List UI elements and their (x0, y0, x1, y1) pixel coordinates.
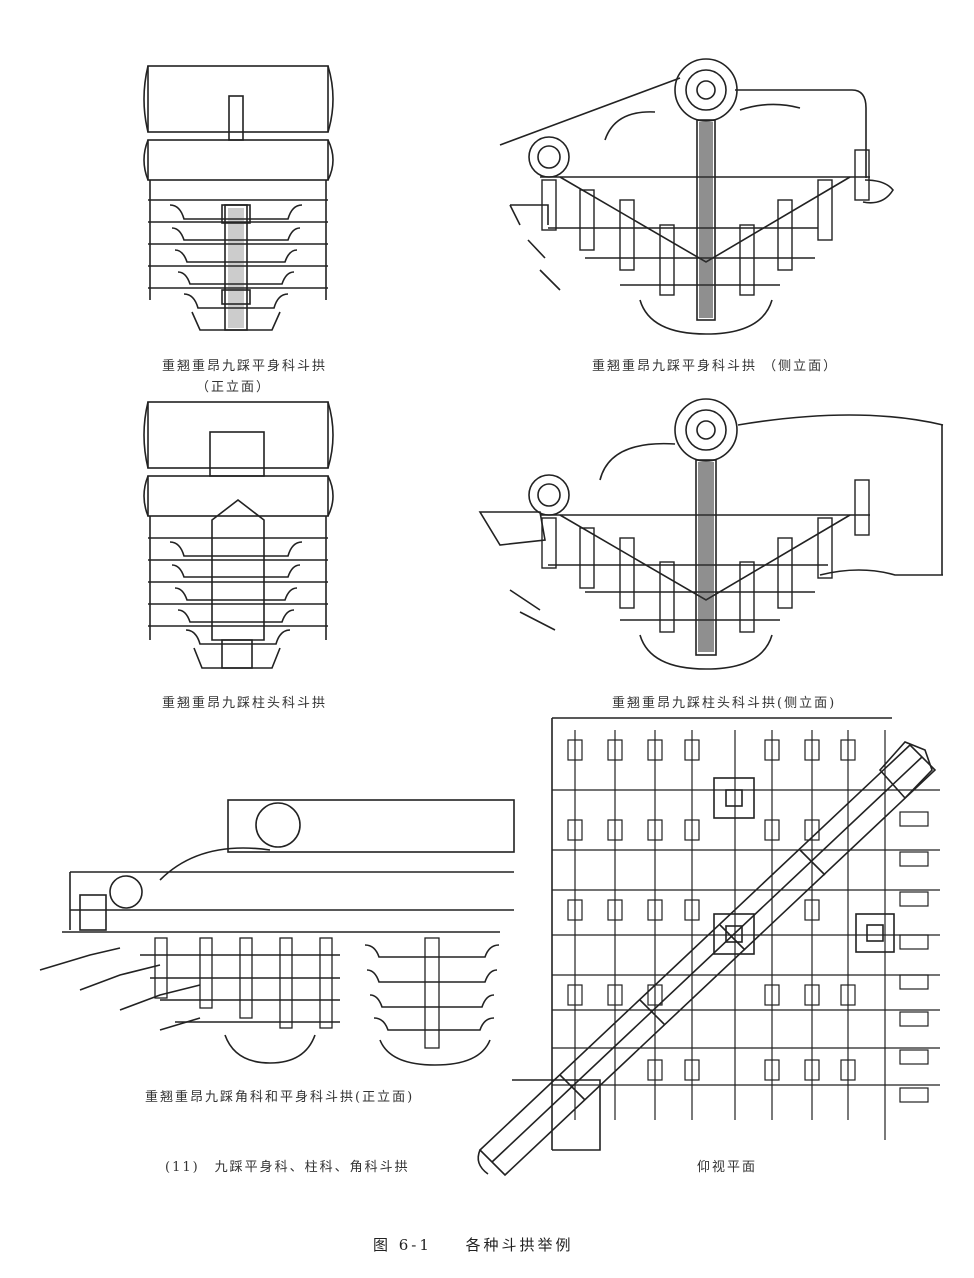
drawing-jiaoke-front (39, 799, 515, 1066)
caption-pingshen-side: 重翘重昂九踩平身科斗拱 （侧立面） (592, 359, 839, 374)
caption-plan-view: 仰视平面 (697, 1160, 758, 1175)
figure-number: 图 6-1 (373, 1236, 432, 1254)
caption-series: (11) 九踩平身科、柱科、角科斗拱 (165, 1160, 410, 1175)
drawing-pingshen-front (143, 65, 334, 331)
drawing-plan-view (477, 717, 940, 1177)
caption-pingshen-front: 重翘重昂九踩平身科斗拱 (162, 359, 328, 374)
drawing-zhutou-front (143, 401, 334, 669)
caption-jiaoke-front: 重翘重昂九踩角科和平身科斗拱(正立面) (145, 1090, 415, 1105)
drawing-pingshen-side (499, 58, 894, 335)
caption-zhutou-front: 重翘重昂九踩柱头科斗拱 (162, 696, 328, 711)
caption-zhutou-side: 重翘重昂九踩柱头科斗拱(侧立面) (612, 696, 837, 711)
figure-title: 各种斗拱举例 (465, 1236, 574, 1254)
figure-caption: 图 6-1 各种斗拱举例 (373, 1234, 574, 1255)
caption-pingshen-front-sub: （正立面） (196, 380, 272, 395)
